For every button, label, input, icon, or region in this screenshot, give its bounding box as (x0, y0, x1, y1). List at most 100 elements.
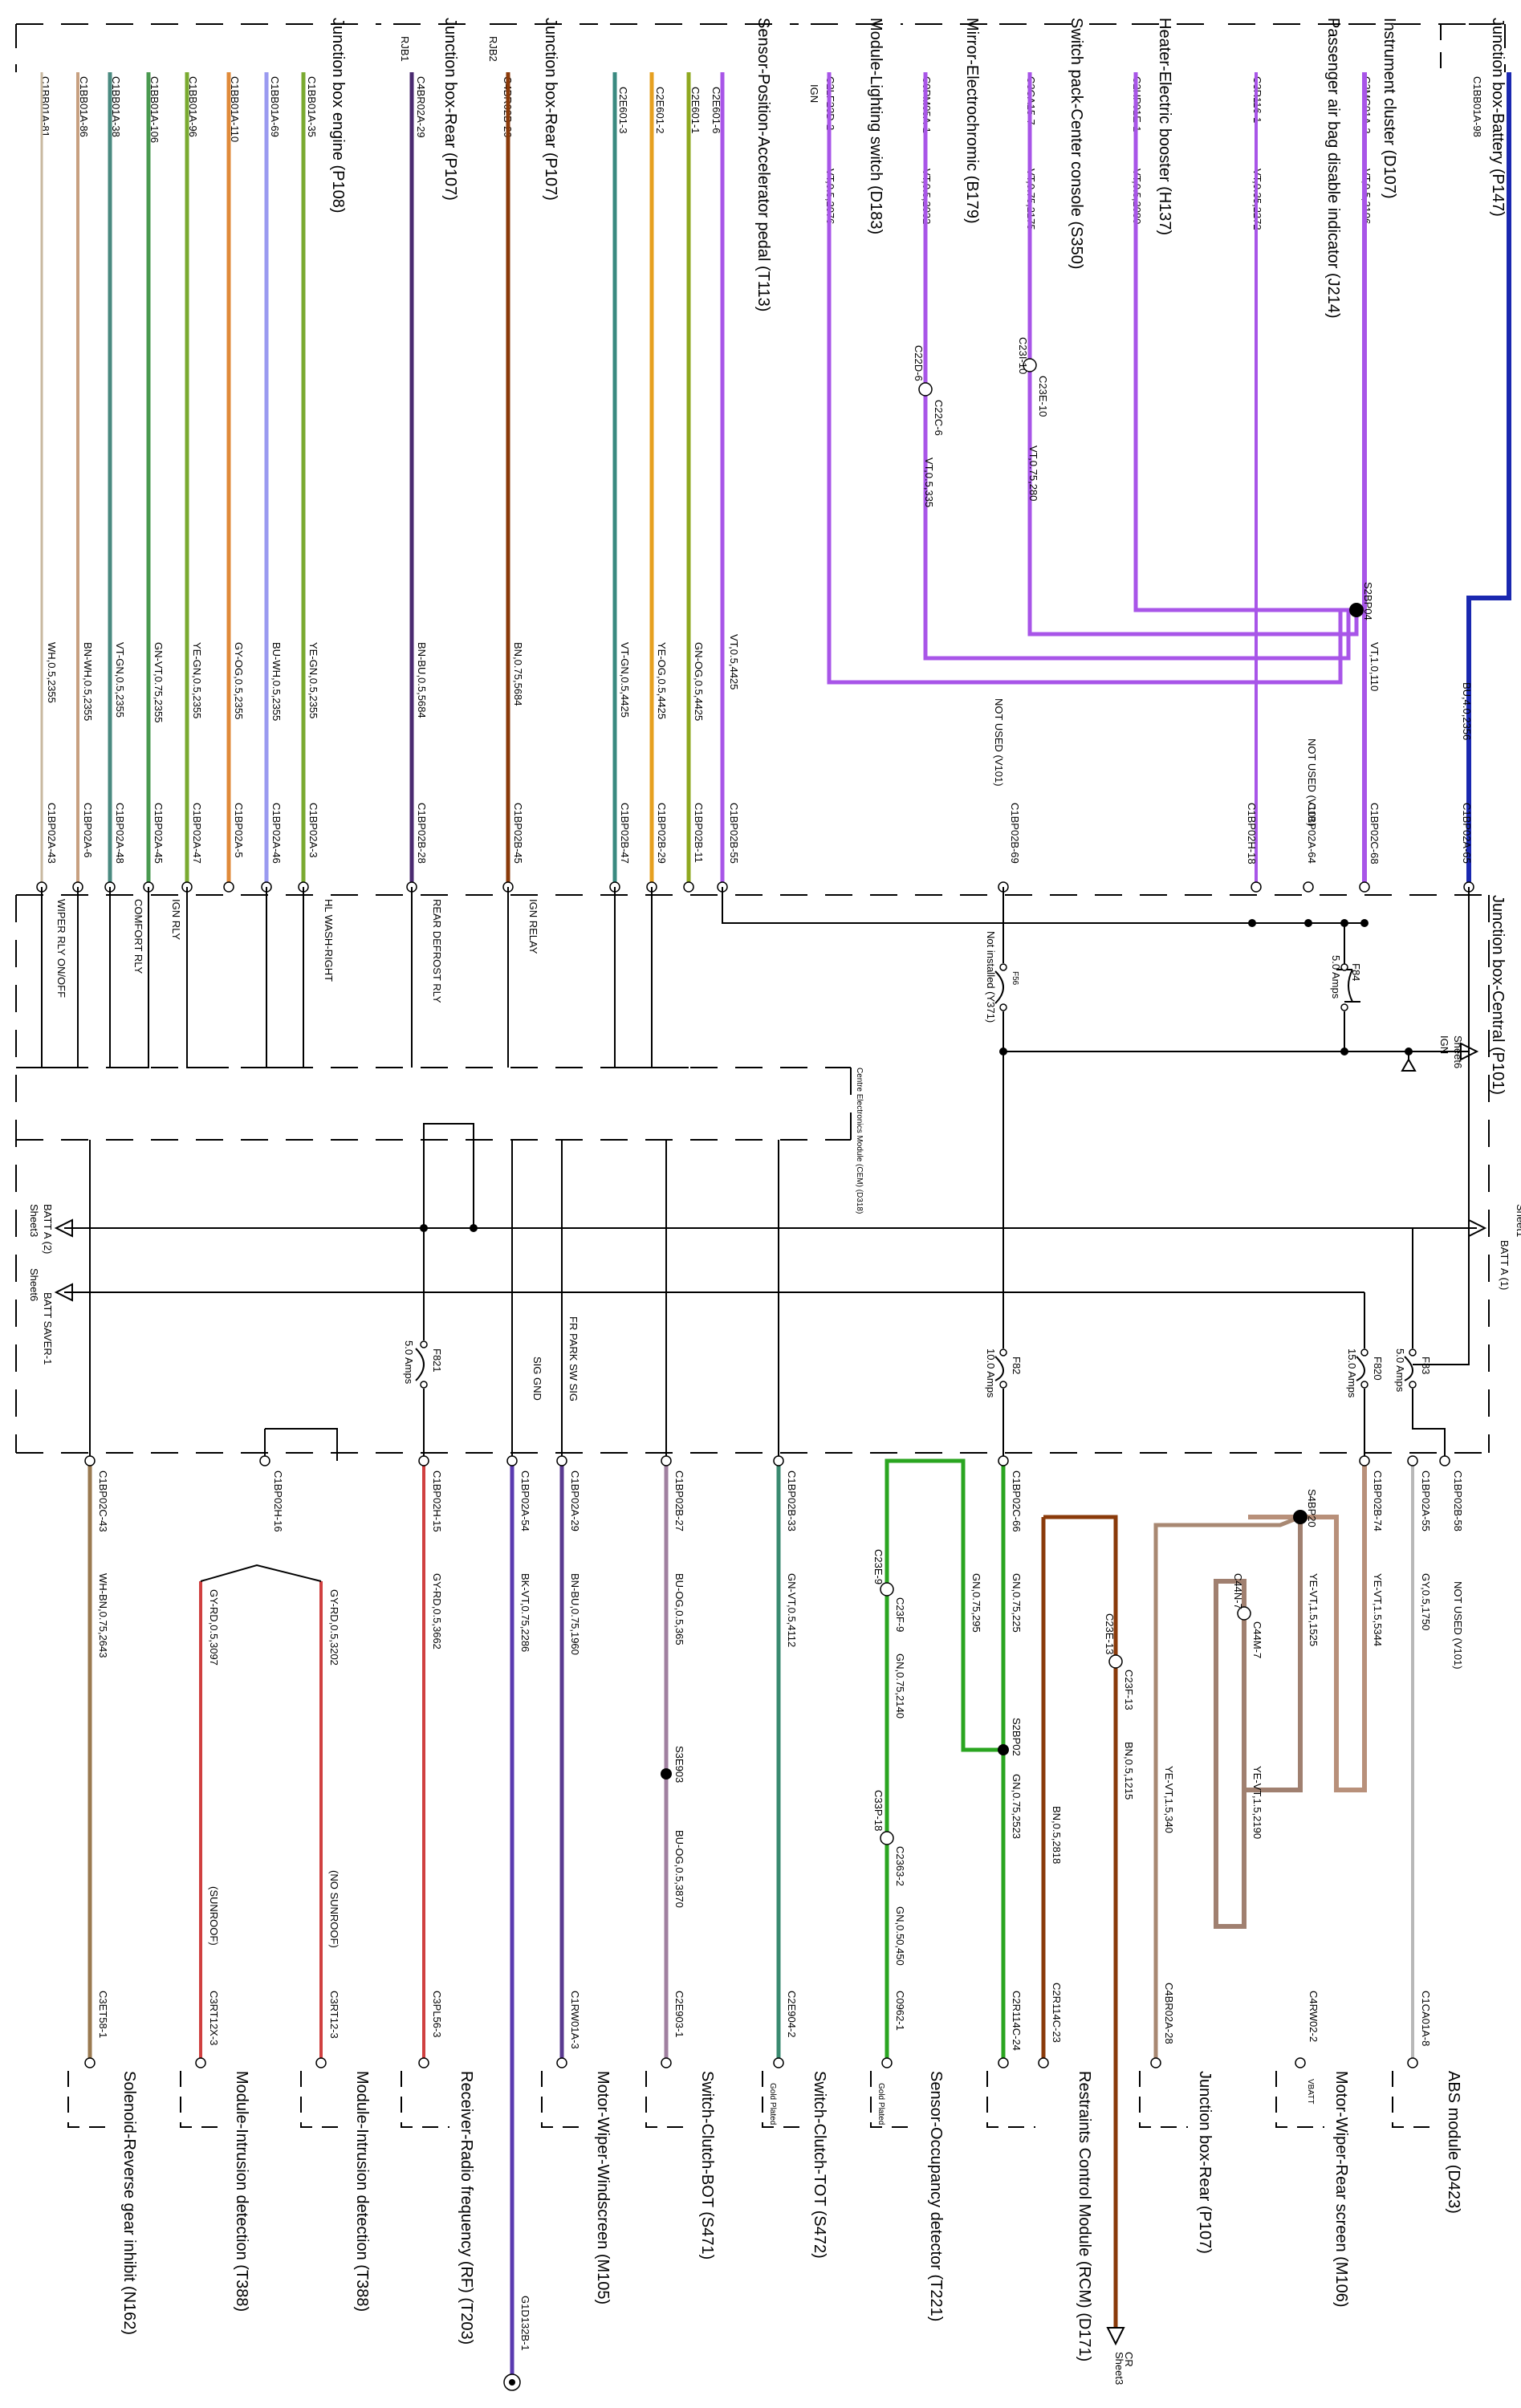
svg-text:BATT A (2): BATT A (2) (42, 1204, 54, 1254)
svg-text:C2E601-6: C2E601-6 (710, 87, 722, 134)
svg-text:Solenoid-Reverse gear inhibit: Solenoid-Reverse gear inhibit (N162) (120, 2071, 138, 2335)
svg-text:C23E-9: C23E-9 (872, 1549, 885, 1584)
svg-text:YE-VT,1.5,340: YE-VT,1.5,340 (1163, 1766, 1175, 1833)
svg-text:C1BP02A-64: C1BP02A-64 (1306, 803, 1318, 864)
svg-text:YE-OG,0.5,4425: YE-OG,0.5,4425 (656, 642, 668, 719)
wire-bu-battery (1466, 72, 1511, 887)
svg-text:C2E601-2: C2E601-2 (654, 87, 666, 134)
svg-text:GN,0.75,2140: GN,0.75,2140 (894, 1653, 906, 1719)
svg-text:GY-RD,0.5,3202: GY-RD,0.5,3202 (328, 1589, 340, 1666)
svg-text:C1BP02A-46: C1BP02A-46 (270, 803, 283, 864)
wire-gn-occupancy (885, 1458, 1003, 2063)
title-p108: Junction box engine (P108) (329, 18, 347, 214)
svg-text:C23F-13: C23F-13 (1123, 1670, 1135, 1710)
svg-text:Centre Electronics Module (CEM: Centre Electronics Module (CEM) (D318) (855, 1068, 864, 1214)
svg-text:CR: CR (1123, 2352, 1135, 2367)
svg-text:C22C-6: C22C-6 (933, 400, 945, 436)
wire-vt-mirror (923, 72, 1351, 661)
svg-text:C1BP02A-3: C1BP02A-3 (307, 803, 319, 858)
svg-text:REAR DEFROST RLY: REAR DEFROST RLY (431, 899, 443, 1003)
svg-text:NOT USED (V101): NOT USED (V101) (993, 698, 1005, 787)
svg-text:GN,0.75,2523: GN,0.75,2523 (1011, 1774, 1023, 1839)
svg-text:C1BP02B-55: C1BP02B-55 (728, 803, 740, 864)
svg-text:5.0 Amps: 5.0 Amps (1330, 955, 1342, 999)
svg-text:(SUNROOF): (SUNROOF) (208, 1886, 220, 1946)
svg-text:C1BP02B-58: C1BP02B-58 (1452, 1470, 1464, 1531)
svg-text:C1BP02A-54: C1BP02A-54 (519, 1470, 531, 1531)
svg-text:VT,1.0,110: VT,1.0,110 (1368, 642, 1381, 691)
internal-wiring: F84 5.0 Amps F56 Not installed (Y371) IG… (28, 887, 1521, 1461)
svg-text:S2BP04: S2BP04 (1362, 582, 1374, 620)
svg-text:C1BP02H-15: C1BP02H-15 (431, 1470, 443, 1532)
svg-text:BU-WH,0.5,2355: BU-WH,0.5,2355 (270, 642, 283, 721)
wire-vt-booster (1133, 72, 1356, 612)
central-bottom-pins (84, 1455, 1450, 1466)
svg-text:F821: F821 (431, 1348, 443, 1373)
svg-text:F82: F82 (1011, 1357, 1023, 1374)
title-b179: Mirror-Electrochromic (B179) (963, 18, 981, 224)
svg-text:C44N-7: C44N-7 (1232, 1573, 1244, 1609)
svg-text:10.0 Amps: 10.0 Amps (985, 1348, 997, 1398)
central-top-pins (36, 881, 1474, 893)
svg-text:Sheet3: Sheet3 (1113, 2352, 1125, 2385)
wire-vt-lighting (827, 72, 1343, 685)
svg-text:GY-OG,0.5,2355: GY-OG,0.5,2355 (233, 642, 245, 719)
svg-text:C3RT12X-3: C3RT12X-3 (208, 1991, 220, 2045)
wire-vt-switchpack (1027, 72, 1359, 637)
svg-text:YE-GN,0.5,2355: YE-GN,0.5,2355 (307, 642, 319, 718)
svg-text:C2R114C-23: C2R114C-23 (1051, 1983, 1063, 2043)
bottom-component-titles: ABS module (D423) Motor-Wiper-Rear scree… (120, 2071, 1462, 2361)
svg-text:C1BP02B-69: C1BP02B-69 (1009, 803, 1021, 864)
svg-text:C1BP02B-28: C1BP02B-28 (416, 803, 428, 864)
svg-text:C1BB01A-98: C1BB01A-98 (1471, 76, 1483, 137)
svg-text:Sensor-Occupancy detector (T22: Sensor-Occupancy detector (T221) (927, 2071, 945, 2321)
svg-text:BN,0.5,1215: BN,0.5,1215 (1123, 1742, 1135, 1800)
svg-text:C33P-18: C33P-18 (872, 1790, 885, 1831)
wire-bn-rcm (1041, 1515, 1118, 2328)
svg-text:C1BP02A-48: C1BP02A-48 (114, 803, 126, 864)
title-p107b: Junction box-Rear (P107) (441, 18, 459, 201)
svg-text:C22D-6: C22D-6 (913, 345, 925, 381)
svg-text:S2BP02: S2BP02 (1011, 1718, 1023, 1756)
svg-text:Gold Plated: Gold Plated (768, 2083, 777, 2125)
svg-text:WIPER RLY ON/OFF: WIPER RLY ON/OFF (55, 899, 67, 998)
svg-text:C1BP02A-65: C1BP02A-65 (1461, 803, 1473, 864)
svg-text:Gold Plated: Gold Plated (876, 2083, 885, 2125)
svg-text:BN,0.5,2818: BN,0.5,2818 (1051, 1806, 1063, 1864)
svg-text:YE-VT,1.5,5344: YE-VT,1.5,5344 (1372, 1573, 1384, 1646)
svg-text:C1BP02A-6: C1BP02A-6 (82, 803, 94, 858)
svg-text:Sheet6: Sheet6 (1452, 1035, 1464, 1068)
svg-text:C1BP02H-16: C1BP02H-16 (272, 1470, 284, 1532)
sunroof-branch (200, 1564, 322, 1582)
svg-text:BN-BU,0.75,1960: BN-BU,0.75,1960 (569, 1573, 581, 1655)
svg-text:IGN: IGN (808, 84, 820, 103)
svg-text:C1BP02B-27: C1BP02B-27 (673, 1470, 685, 1531)
top-component-boxes (15, 23, 1506, 72)
svg-text:BN,0.75,5684: BN,0.75,5684 (512, 642, 524, 706)
title-j214: Passenger air bag disable indicator (J21… (1324, 18, 1342, 319)
svg-text:GN,0.75,225: GN,0.75,225 (1011, 1573, 1023, 1633)
svg-text:BN-BU,0.5,5684: BN-BU,0.5,5684 (416, 642, 428, 718)
svg-text:S4BP20: S4BP20 (1306, 1489, 1318, 1527)
svg-text:GN-VT,0.75,2355: GN-VT,0.75,2355 (153, 642, 165, 722)
svg-text:COMFORT RLY: COMFORT RLY (132, 899, 144, 974)
top-component-titles: Junction box-Battery (P147) Instrument c… (329, 18, 1507, 319)
svg-text:YE-VT,1.5,2190: YE-VT,1.5,2190 (1251, 1766, 1263, 1839)
svg-text:Motor-Wiper-Rear screen (M106): Motor-Wiper-Rear screen (M106) (1332, 2071, 1350, 2308)
svg-text:C23F-9: C23F-9 (894, 1597, 906, 1632)
svg-text:C23E-10: C23E-10 (1037, 376, 1049, 417)
svg-text:Sheet3: Sheet3 (28, 1204, 40, 1237)
svg-text:C23I-10: C23I-10 (1017, 337, 1029, 374)
svg-text:C1BP02B-11: C1BP02B-11 (693, 803, 705, 863)
svg-text:GY,0.5,1750: GY,0.5,1750 (1420, 1573, 1432, 1630)
junction-box-central: Junction box-Central (P101) Centre Elect… (15, 894, 1507, 1454)
svg-text:Motor-Wiper-Windscreen (M105): Motor-Wiper-Windscreen (M105) (594, 2071, 612, 2304)
svg-text:NOT USED (V101): NOT USED (V101) (1452, 1581, 1464, 1670)
title-h137: Heater-Electric booster (H137) (1156, 18, 1173, 235)
svg-text:VT,0.75,280: VT,0.75,280 (1027, 445, 1039, 501)
svg-text:C1BP02B-45: C1BP02B-45 (512, 803, 524, 864)
title-p107a: Junction box-Rear (P107) (542, 18, 559, 201)
svg-text:Receiver-Radio frequency (RF): Receiver-Radio frequency (RF) (T203) (458, 2071, 475, 2345)
svg-text:Restraints Control Module (RCM: Restraints Control Module (RCM) (D171) (1076, 2071, 1093, 2361)
